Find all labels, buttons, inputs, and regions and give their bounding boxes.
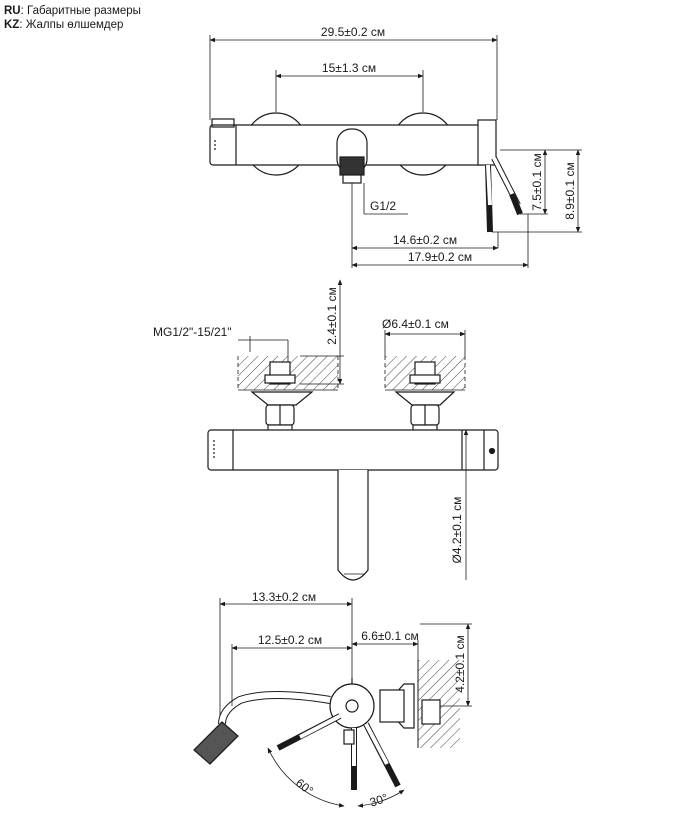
front-view <box>207 279 499 581</box>
top-view <box>209 35 582 268</box>
side-nut <box>421 699 441 725</box>
label-connection-thread: MG1/2"-15/21" <box>153 325 232 339</box>
angle-60: 60° <box>293 776 316 798</box>
legend-ru: RU: Габаритные размеры <box>4 5 141 17</box>
dim-spout-to-lever: 14.6±0.2 см <box>393 233 457 247</box>
dim-body-diameter: Ø4.2±0.1 см <box>450 497 464 564</box>
dim-spout-to-end: 17.9±0.2 см <box>408 250 472 264</box>
dim-connection-depth: 2.4±0.1 см <box>325 287 339 345</box>
legend: RU: Габаритные размеры KZ: Жалпы өлшемде… <box>4 4 141 32</box>
label-thread-g12: G1/2 <box>370 199 396 213</box>
mixer-body-front <box>207 429 499 471</box>
dim-overall-width: 29.5±0.2 см <box>321 25 385 39</box>
dim-side-height: 4.2±0.1 см <box>453 635 467 693</box>
spout-front <box>337 470 369 581</box>
dim-lever-height-small: 7.5±0.1 см <box>530 153 544 211</box>
dim-lever-height-total: 8.9±0.1 см <box>563 162 577 220</box>
angle-30: 30° <box>368 791 390 810</box>
dim-spout-reach-total: 13.3±0.2 см <box>252 590 316 604</box>
lever-mount-top <box>477 119 497 166</box>
body-section <box>329 683 375 729</box>
legend-kz: KZ: Жалпы өлшемдер <box>4 19 124 31</box>
side-view <box>193 598 472 808</box>
dim-wall-to-axis: 6.6±0.1 см <box>361 629 419 643</box>
dim-inlet-spacing: 15±1.3 см <box>322 61 376 75</box>
dim-escutcheon-diameter: Ø6.4±0.1 см <box>382 317 449 331</box>
dim-spout-reach: 12.5±0.2 см <box>258 633 322 647</box>
